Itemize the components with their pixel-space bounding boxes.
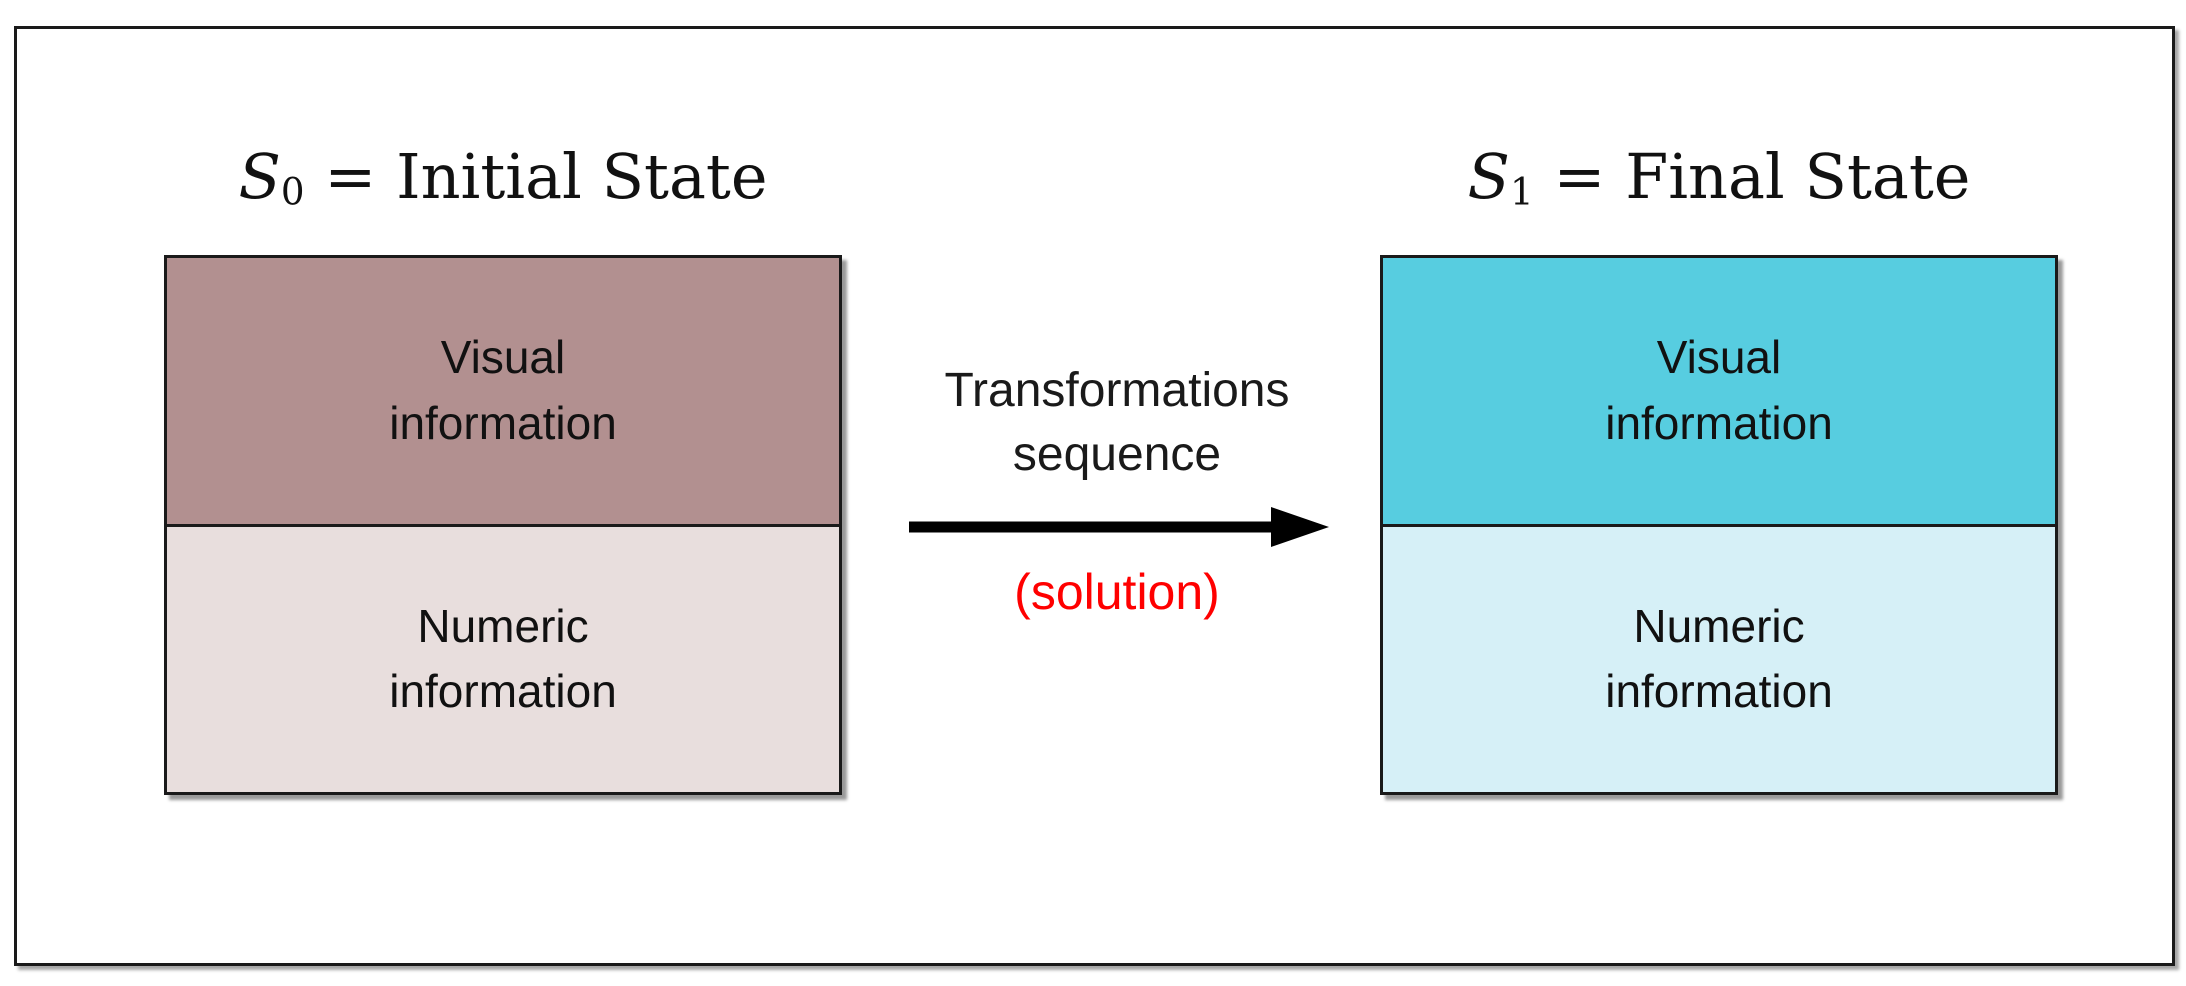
initial-numeric-label: Numeric information [389, 599, 617, 718]
final-state-title: S1= Final State [1380, 146, 2058, 223]
final-numeric-label: Numeric information [1605, 599, 1833, 718]
final-state-title-text: = Final State [1553, 140, 1971, 213]
initial-numeric-section: Numeric information [167, 526, 839, 792]
s1-symbol: S [1467, 140, 1511, 213]
s0-symbol: S [238, 140, 281, 213]
initial-visual-label: Visual information [389, 331, 617, 449]
s1-subscript: 1 [1510, 169, 1534, 214]
transformation-arrow [909, 507, 1329, 547]
transformations-sequence-label: Transformations sequence [944, 364, 1290, 481]
initial-state-box: Visual information Numeric information [164, 255, 842, 795]
initial-state-title: S0= Initial State [164, 146, 842, 223]
s0-subscript: 0 [280, 169, 305, 214]
arrow-head [1271, 507, 1329, 547]
initial-state-title-text: = Initial State [324, 140, 768, 213]
initial-visual-section: Visual information [167, 258, 839, 527]
final-state-box: Visual information Numeric information [1380, 255, 2058, 795]
final-visual-label: Visual information [1605, 331, 1833, 449]
final-numeric-section: Numeric information [1383, 526, 2055, 792]
solution-label: (solution) [1014, 564, 1220, 620]
final-visual-section: Visual information [1383, 258, 2055, 527]
outer-frame: S0= Initial State S1= Final State Visual… [14, 26, 2175, 966]
